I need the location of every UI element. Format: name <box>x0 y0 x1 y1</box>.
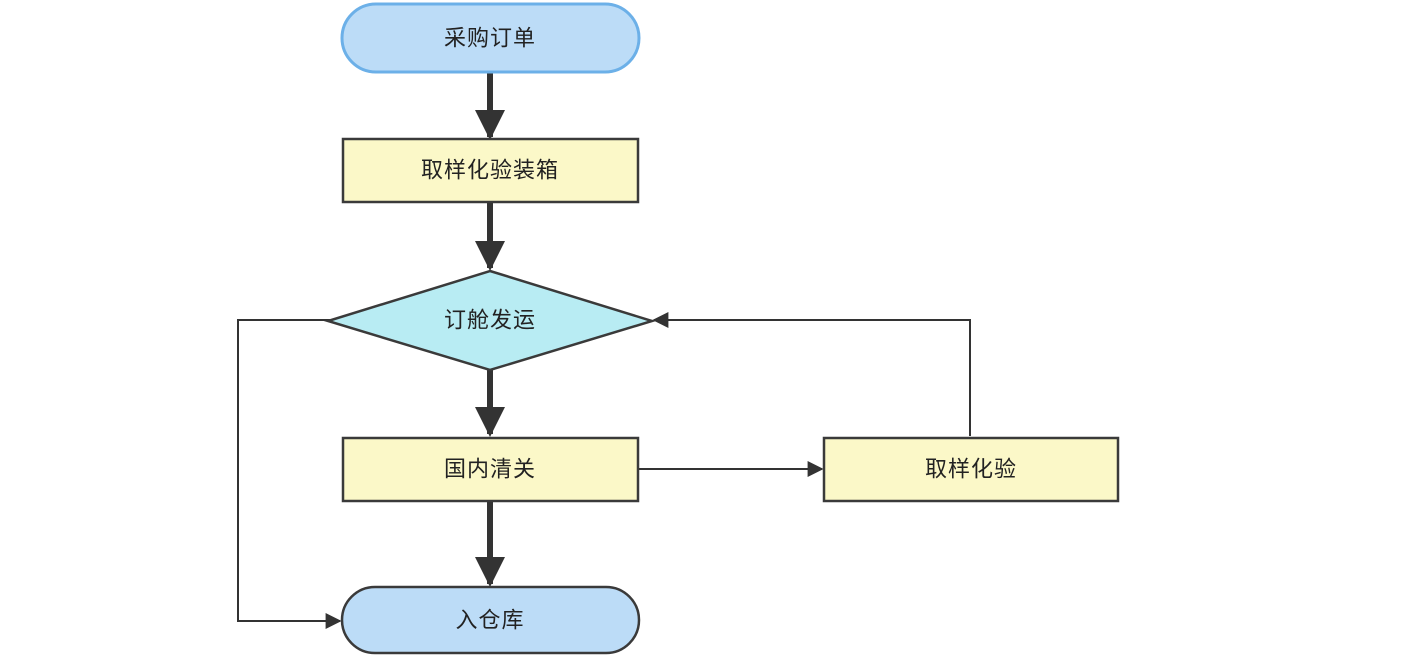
node-label-sampling-inspection-packing: 取样化验装箱 <box>421 159 559 184</box>
node-label-booking-shipping: 订舱发运 <box>444 309 536 334</box>
connector-booking-to-warehouse <box>237 319 342 629</box>
connector-inspection-to-booking <box>652 312 971 436</box>
node-warehousing: 入仓库 <box>340 585 641 655</box>
decision-shape <box>323 269 657 372</box>
terminal-shape <box>340 585 641 655</box>
node-sampling-inspection-packing: 取样化验装箱 <box>341 137 640 204</box>
node-label-domestic-customs: 国内清关 <box>444 458 536 483</box>
process-shape <box>341 137 640 204</box>
node-label-warehousing: 入仓库 <box>455 609 524 634</box>
node-booking-shipping: 订舱发运 <box>323 269 657 372</box>
node-label-purchase-order: 采购订单 <box>444 27 536 52</box>
terminal-shape <box>340 2 641 74</box>
node-purchase-order: 采购订单 <box>340 2 641 74</box>
node-sampling-inspection: 取样化验 <box>822 436 1120 503</box>
process-shape <box>822 436 1120 503</box>
node-domestic-customs: 国内清关 <box>341 436 640 503</box>
node-label-sampling-inspection: 取样化验 <box>925 458 1017 483</box>
connectors <box>237 72 971 629</box>
process-shape <box>341 436 640 503</box>
